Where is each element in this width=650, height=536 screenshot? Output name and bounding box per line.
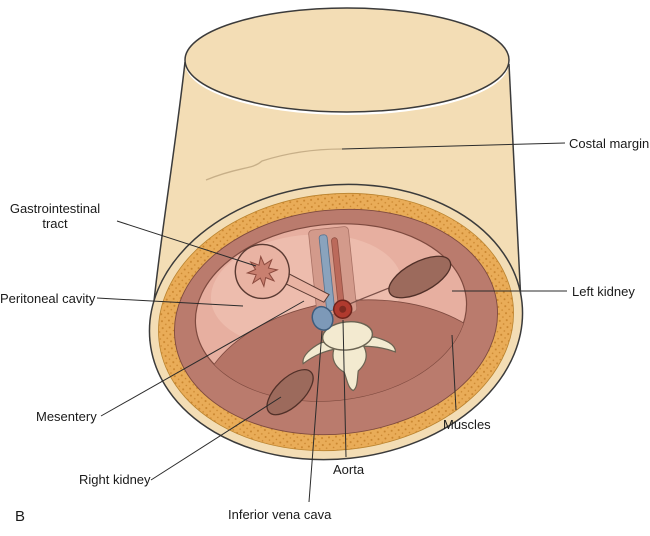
costal-margin-contour xyxy=(205,148,343,181)
label-gastrointestinal-tract: Gastrointestinal tract xyxy=(4,201,106,231)
leader-gastrointestinal-tract xyxy=(116,220,257,267)
aorta-lumen xyxy=(339,305,347,313)
leader-mesentery xyxy=(100,300,305,417)
leader-muscles xyxy=(451,334,457,411)
panel-letter: B xyxy=(15,508,26,525)
trunk-top-surface xyxy=(184,7,510,113)
label-gastrointestinal-tract-line2: tract xyxy=(42,216,68,231)
label-costal-margin: Costal margin xyxy=(569,136,650,151)
vertebra-body xyxy=(321,321,374,351)
leader-aorta xyxy=(342,319,347,458)
label-peritoneal-cavity: Peritoneal cavity xyxy=(0,291,96,306)
label-aorta: Aorta xyxy=(333,462,365,477)
label-gastrointestinal-tract-line1: Gastrointestinal xyxy=(9,201,101,216)
left-kidney xyxy=(388,255,452,299)
gastrointestinal-lumen xyxy=(245,254,279,288)
vena-cava-ascending-segment xyxy=(318,234,335,312)
trunk-right-outline xyxy=(508,63,522,304)
leader-peritoneal-cavity xyxy=(96,297,244,307)
label-left-kidney: Left kidney xyxy=(572,284,635,299)
leader-costal-margin xyxy=(341,142,566,150)
label-mesentery: Mesentery xyxy=(36,409,97,424)
right-kidney xyxy=(266,369,314,416)
vertebra-processes xyxy=(302,336,397,392)
label-right-kidney: Right kidney xyxy=(79,472,151,487)
label-inferior-vena-cava: Inferior vena cava xyxy=(228,507,332,522)
leader-right-kidney xyxy=(150,396,282,481)
leader-inferior-vena-cava xyxy=(308,330,323,503)
label-muscles: Muscles xyxy=(443,417,491,432)
inferior-vena-cava xyxy=(311,305,334,331)
